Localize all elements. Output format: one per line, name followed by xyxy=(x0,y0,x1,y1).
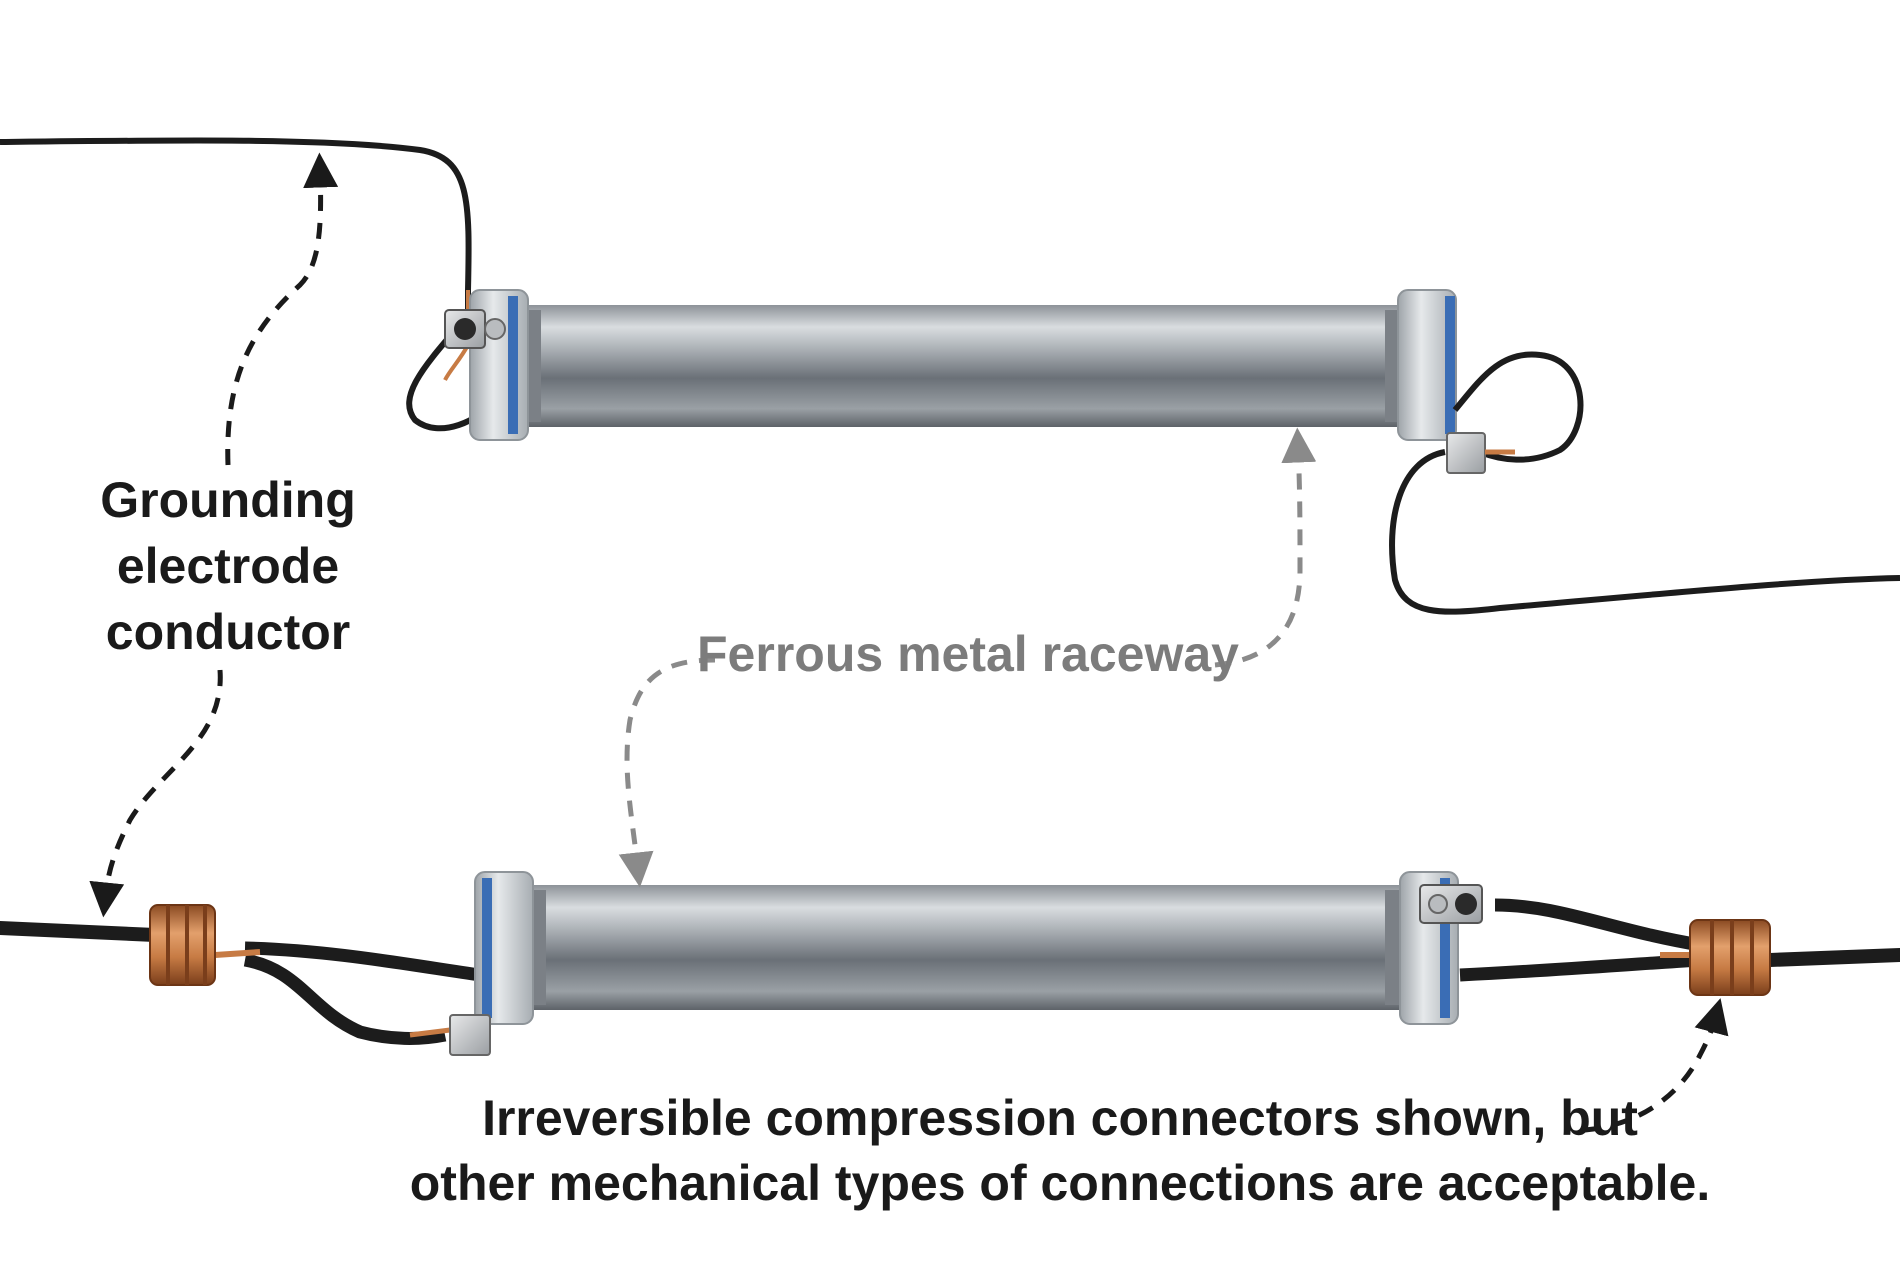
top-raceway-assembly xyxy=(0,137,1900,615)
gec-label: Grounding electrode conductor xyxy=(100,472,356,660)
bottom-gec-wire-right xyxy=(1763,948,1900,967)
bottom-right-thread xyxy=(1385,890,1401,1005)
gec-label-line2: electrode xyxy=(117,538,339,594)
raceway-leader-arrow-left xyxy=(618,657,716,888)
bottom-raceway-assembly xyxy=(0,871,1900,1056)
gec-leader-arrow-up xyxy=(225,152,339,466)
top-right-ground-clamp xyxy=(1446,432,1486,474)
top-right-gec-wire-out xyxy=(1389,449,1900,615)
bottom-wire-lower-right xyxy=(1459,953,1701,982)
left-compression-connector xyxy=(149,904,216,986)
top-right-bonding-jumper xyxy=(1452,351,1584,463)
gec-label-line1: Grounding xyxy=(100,472,356,528)
bottom-left-fitting xyxy=(449,871,534,1056)
bottom-gec-wire-left xyxy=(0,921,162,942)
right-compression-connector xyxy=(1689,919,1771,996)
bottom-wire-upper-right xyxy=(1494,898,1702,952)
raceway-leader-arrow-right xyxy=(1214,427,1317,668)
top-gec-wire-left xyxy=(0,137,472,315)
bottom-wire-upper-left xyxy=(244,941,481,982)
bottom-copper-strand-left xyxy=(214,949,261,958)
bottom-right-fitting xyxy=(1399,871,1483,1025)
bottom-raceway-pipe xyxy=(530,885,1400,1010)
connector-note-line2: other mechanical types of connections ar… xyxy=(410,1155,1710,1211)
connector-leader-arrow xyxy=(1584,998,1729,1133)
gec-leader-arrow-down xyxy=(89,669,223,918)
gec-label-line3: conductor xyxy=(106,604,350,660)
top-raceway-pipe xyxy=(525,305,1400,427)
connector-note-line1: Irreversible compression connectors show… xyxy=(482,1090,1638,1146)
top-right-fitting xyxy=(1397,289,1457,441)
connector-note: Irreversible compression connectors show… xyxy=(410,1090,1710,1211)
bottom-wire-lower-left xyxy=(243,953,447,1045)
top-left-fitting xyxy=(444,289,529,441)
raceway-label: Ferrous metal raceway xyxy=(697,626,1239,682)
